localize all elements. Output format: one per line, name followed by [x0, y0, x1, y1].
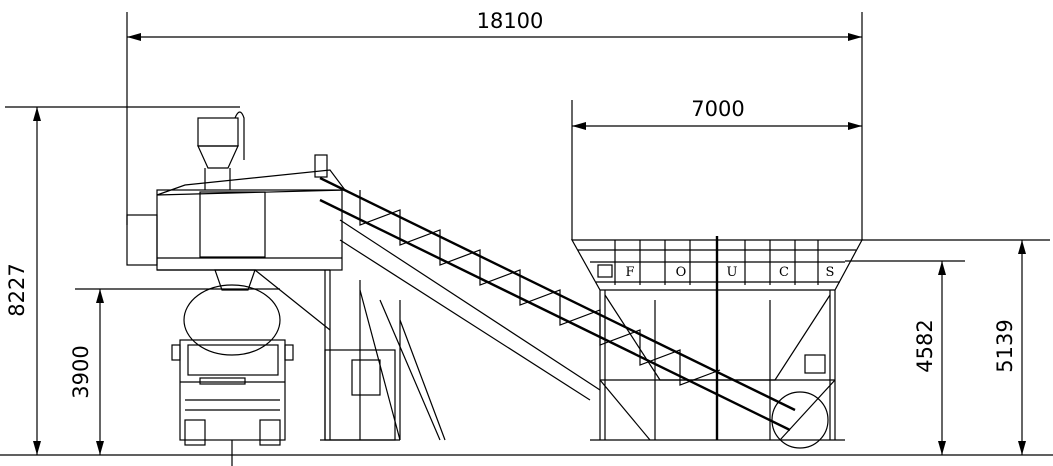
dim-text-4582: 4582: [913, 319, 937, 372]
mixer-station: [126, 111, 400, 441]
dim-text-5139: 5139: [993, 319, 1017, 372]
dimension-hopper-length: 7000: [571, 97, 862, 240]
focus-logo: [597, 264, 613, 278]
dimension-discharge-height: 3900: [69, 288, 280, 455]
dim-text-7000: 7000: [691, 97, 744, 121]
dim-text-8227: 8227: [5, 263, 29, 316]
dimension-overall-height: 8227: [5, 106, 240, 455]
aggregate-hopper: F O U C S: [570, 236, 864, 449]
dim-text-18100: 18100: [477, 9, 544, 33]
dimension-hopper-inner-height: 4582: [845, 260, 965, 455]
dimension-hopper-top-height: 5139: [862, 239, 1050, 455]
hopper-letter-f: F: [625, 265, 634, 280]
mixer-truck: [171, 284, 294, 466]
hopper-letter-s: S: [826, 265, 835, 280]
inclined-belt-conveyor: [319, 176, 796, 441]
hopper-letter-u: U: [727, 265, 738, 280]
hopper-letter-c: C: [779, 265, 789, 280]
dim-text-3900: 3900: [69, 345, 93, 398]
control-room-door: [351, 359, 381, 396]
hopper-letter-o: O: [676, 265, 687, 280]
dimension-overall-length: 18100: [126, 9, 863, 240]
